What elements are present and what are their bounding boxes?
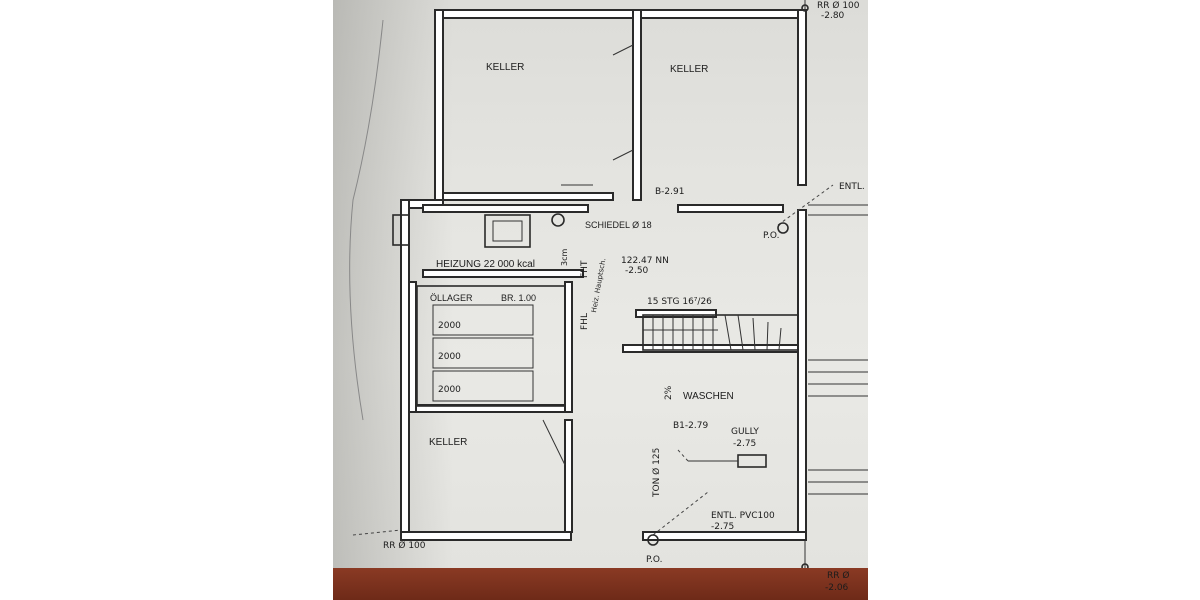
level-nn-sub-label: -2.50	[625, 266, 649, 276]
tank-label-3: 2000	[438, 385, 461, 395]
outer-walls	[400, 9, 807, 541]
fhl-label: FHL	[580, 313, 590, 330]
b-mark-low-label: B1-2.79	[673, 421, 709, 431]
stairs-label: 15 STG 16⁷/26	[647, 297, 712, 307]
entl-label: ENTL. PVC100	[711, 511, 775, 521]
rr-bottom-left-label: RR Ø 100	[383, 541, 426, 551]
room-label-keller-top-left: KELLER	[486, 62, 525, 73]
room-label-keller-top-right: KELLER	[670, 64, 709, 75]
ton-label: TON Ø 125	[652, 447, 662, 497]
po-upper-label: P.O.	[763, 231, 780, 241]
po-lower-label: P.O.	[646, 555, 663, 565]
oil-tank-1	[432, 304, 534, 336]
interior-walls	[408, 9, 799, 533]
size-3cm-label: 3cm	[560, 248, 569, 266]
chimney-box	[392, 214, 410, 246]
oil-tank-2	[432, 337, 534, 369]
entl-level-label: -2.75	[711, 522, 735, 532]
rr-bottom-right-label: RR Ø	[827, 571, 850, 581]
gully-level-label: -2.75	[733, 439, 757, 449]
oil-tank-area	[416, 285, 566, 407]
tank-label-2: 2000	[438, 352, 461, 362]
staircase	[642, 314, 799, 351]
ton-slope-label: 2%	[664, 385, 674, 400]
room-label-waschen: WASCHEN	[683, 391, 734, 402]
fht-label: FHT	[580, 260, 590, 278]
schiedel-label: SCHIEDEL Ø 18	[585, 220, 652, 230]
tank-label-1: 2000	[438, 321, 461, 331]
rr-top-right-label: RR Ø 100	[817, 1, 860, 11]
table-edge	[333, 568, 868, 600]
door-swing-4	[542, 419, 566, 466]
pencil-sketch-line	[349, 19, 384, 421]
entl-right-label: ENTL.	[839, 182, 865, 192]
gully-label: GULLY	[731, 427, 759, 437]
paper-shadow	[333, 0, 453, 600]
rr-top-right-level-label: -2.80	[821, 11, 845, 21]
rr-top-circle	[801, 4, 809, 12]
rr-bottom-right-level-label: -2.06	[825, 583, 849, 593]
room-label-ollager: ÖLLAGER	[430, 293, 473, 303]
door-swing-2	[612, 44, 634, 56]
boiler-symbol	[484, 213, 565, 248]
b-mark-top-label: B-2.91	[655, 187, 685, 197]
gully-symbol	[688, 454, 767, 468]
po-upper-circle	[777, 222, 789, 234]
ollager-width-label: BR. 1.00	[501, 293, 537, 303]
plan-photo: KELLER KELLER KELLER HEIZUNG 22 000 kcal…	[333, 0, 868, 600]
room-label-heizung: HEIZUNG 22 000 kcal	[436, 259, 535, 270]
level-nn-label: 122.47 NN	[621, 256, 669, 266]
door-swing-3	[612, 149, 634, 161]
oil-tank-3	[432, 370, 534, 402]
floor-plan-drawing	[349, 0, 868, 600]
room-label-keller-bottom-left: KELLER	[429, 437, 468, 448]
po-lower-circle	[647, 534, 659, 546]
